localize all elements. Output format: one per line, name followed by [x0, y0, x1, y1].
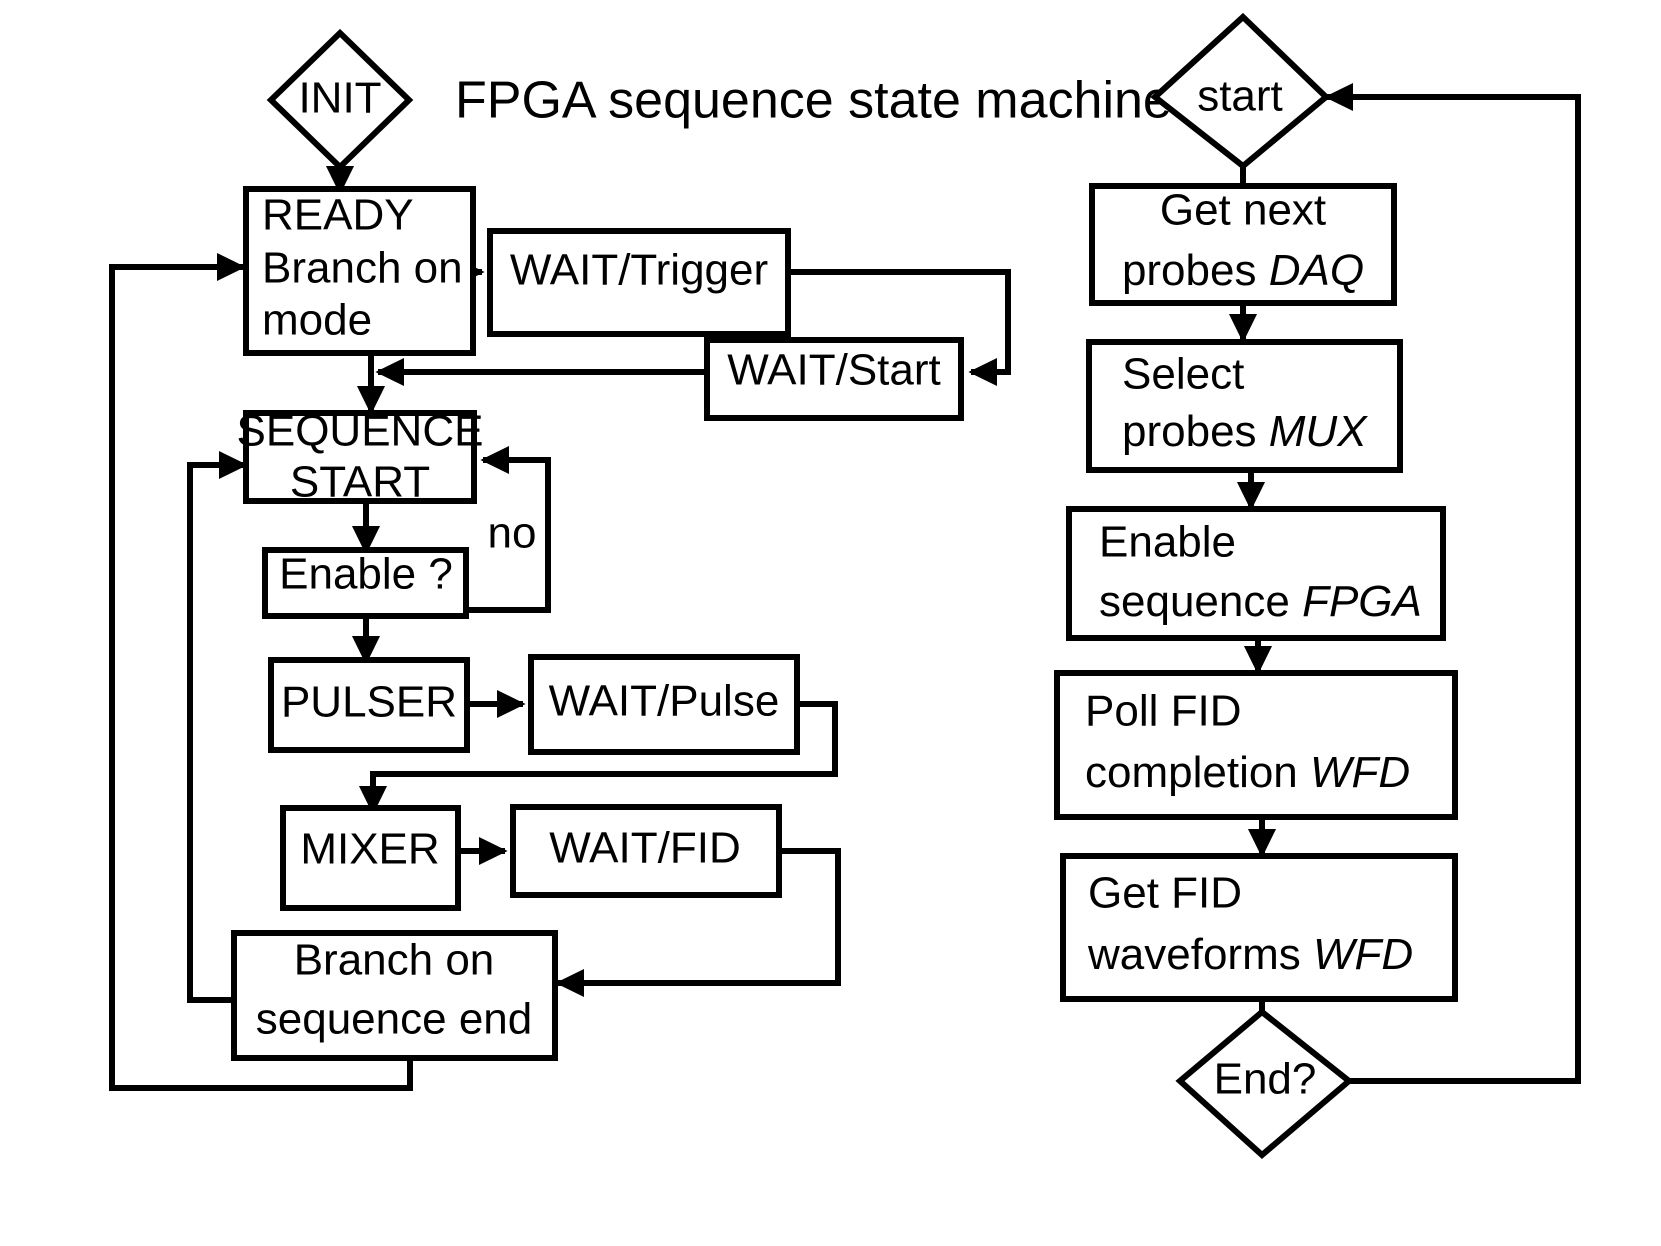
- node-enable-question[interactable]: [262, 547, 469, 619]
- node-select-probes-line2-plain: probes: [1122, 407, 1269, 456]
- node-pulser[interactable]: [268, 657, 470, 753]
- edge-enable-no-to-sequence-start: [466, 445, 551, 613]
- node-select-probes-line2: probes MUX: [1122, 407, 1368, 456]
- node-enable-sequence[interactable]: [1066, 506, 1446, 641]
- node-get-next-probes[interactable]: [1089, 183, 1397, 306]
- node-get-fid-line1: Get FID: [1088, 869, 1242, 918]
- node-ready-line2: Branch on: [262, 244, 463, 293]
- node-end-question-label: End?: [1214, 1055, 1317, 1104]
- node-enable-sequence-line1: Enable: [1099, 518, 1236, 567]
- node-enable-sequence-line2: sequence FPGA: [1099, 577, 1422, 626]
- node-ready[interactable]: [243, 186, 476, 356]
- edge-wait-trigger-to-wait-start: [789, 269, 1011, 387]
- edge-branch-seq-end-to-sequence-start: [187, 450, 248, 1003]
- node-poll-fid[interactable]: [1054, 670, 1458, 820]
- node-wait-trigger-label: WAIT/Trigger: [510, 246, 768, 295]
- node-get-next-probes-line2-italic: DAQ: [1269, 246, 1364, 295]
- node-wait-start[interactable]: [704, 337, 964, 421]
- node-mixer-label: MIXER: [300, 825, 439, 874]
- node-get-fid-line2-plain: waveforms: [1087, 930, 1313, 979]
- node-end-question[interactable]: [1175, 1008, 1354, 1159]
- node-sequence-start-line2: START: [290, 458, 430, 507]
- node-enable-question-label: Enable ?: [279, 550, 453, 599]
- node-get-fid[interactable]: [1060, 853, 1458, 1002]
- node-poll-fid-line2: completion WFD: [1085, 748, 1410, 797]
- node-get-next-probes-line1: Get next: [1160, 186, 1326, 235]
- edge-branch-seq-end-to-ready: [109, 252, 413, 1091]
- diagram-title: FPGA sequence state machine: [455, 72, 1172, 130]
- node-poll-fid-line2-italic: WFD: [1310, 748, 1410, 797]
- edge-wait-pulse-to-mixer: [358, 701, 838, 815]
- node-select-probes-line1: Select: [1122, 350, 1244, 399]
- node-init[interactable]: [266, 28, 414, 172]
- node-enable-sequence-line2-plain: sequence: [1099, 577, 1302, 626]
- node-ready-line3: mode: [262, 296, 372, 345]
- node-start[interactable]: [1150, 12, 1331, 170]
- node-get-next-probes-line2: probes DAQ: [1122, 246, 1364, 295]
- node-get-fid-line2: waveforms WFD: [1087, 930, 1413, 979]
- node-get-next-probes-line2-plain: probes: [1122, 246, 1269, 295]
- node-select-probes-line2-italic: MUX: [1269, 407, 1368, 456]
- node-wait-start-label: WAIT/Start: [727, 346, 941, 395]
- node-select-probes[interactable]: [1086, 339, 1403, 473]
- node-wait-fid-label: WAIT/FID: [549, 824, 740, 873]
- node-branch-sequence-end[interactable]: [231, 930, 558, 1061]
- node-wait-trigger[interactable]: [487, 228, 791, 337]
- node-pulser-label: PULSER: [281, 678, 457, 727]
- node-init-label: INIT: [298, 74, 381, 123]
- node-poll-fid-line1: Poll FID: [1085, 687, 1241, 736]
- node-wait-fid[interactable]: [510, 804, 782, 898]
- node-branch-sequence-end-line1: Branch on: [294, 936, 495, 985]
- edge-end-to-start: [1324, 82, 1581, 1084]
- edge-label-enable-no: no: [488, 509, 537, 558]
- node-mixer[interactable]: [280, 805, 461, 911]
- node-poll-fid-line2-plain: completion: [1085, 748, 1310, 797]
- node-sequence-start-line1: SEQUENCE: [237, 407, 484, 456]
- node-branch-sequence-end-line2: sequence end: [256, 995, 532, 1044]
- node-get-fid-line2-italic: WFD: [1313, 930, 1413, 979]
- node-wait-pulse-label: WAIT/Pulse: [549, 677, 780, 726]
- node-sequence-start[interactable]: [243, 410, 477, 504]
- node-enable-sequence-line2-italic: FPGA: [1302, 577, 1422, 626]
- node-ready-line1: READY: [262, 191, 414, 240]
- node-start-label: start: [1197, 72, 1283, 121]
- edge-wait-fid-to-branch-seq-end: [555, 848, 841, 998]
- node-wait-pulse[interactable]: [528, 654, 800, 755]
